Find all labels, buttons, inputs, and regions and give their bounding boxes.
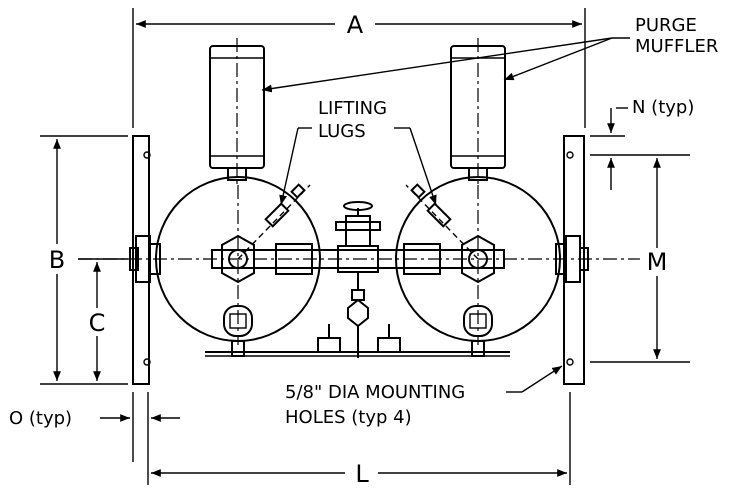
lifting-lugs-label-1: LIFTING [318, 98, 387, 119]
dimension-a: A [136, 11, 582, 39]
left-tank [155, 176, 321, 357]
mounting-holes-label-2: HOLES (typ 4) [285, 407, 412, 428]
dimension-o: O (typ) [9, 408, 180, 429]
dimension-n: N (typ) [607, 97, 694, 190]
dim-l-label: L [355, 460, 369, 488]
purge-muffler-label-2: MUFFLER [635, 36, 718, 57]
dimension-l: L [151, 460, 567, 488]
callout-mounting-holes: 5/8" DIA MOUNTING HOLES (typ 4) [285, 365, 563, 428]
dim-b-label: B [49, 246, 65, 274]
base-frame [205, 324, 510, 358]
lifting-lugs-label-2: LUGS [318, 121, 366, 142]
extension-lines [40, 8, 690, 485]
purge-muffler-label-1: PURGE [635, 15, 697, 36]
dimension-m: M [647, 158, 668, 359]
dim-m-label: M [647, 248, 668, 276]
side-connectors [129, 235, 589, 283]
dim-o-label: O (typ) [9, 408, 72, 429]
callout-lifting-lugs: LIFTING LUGS [279, 98, 437, 206]
dimension-b: B [49, 139, 65, 381]
right-mounting-rail [563, 135, 585, 385]
dim-a-label: A [347, 11, 364, 39]
manifold-piping [211, 201, 505, 340]
right-purge-muffler [450, 38, 506, 185]
dim-n-label: N (typ) [632, 97, 694, 118]
dimension-c: C [89, 262, 106, 381]
dim-c-label: C [89, 309, 106, 337]
callout-purge-muffler: PURGE MUFFLER [261, 15, 718, 93]
mounting-holes-label-1: 5/8" DIA MOUNTING [285, 382, 465, 403]
lifting-lugs [237, 183, 479, 260]
left-purge-muffler [209, 38, 265, 185]
right-tank [395, 176, 561, 357]
